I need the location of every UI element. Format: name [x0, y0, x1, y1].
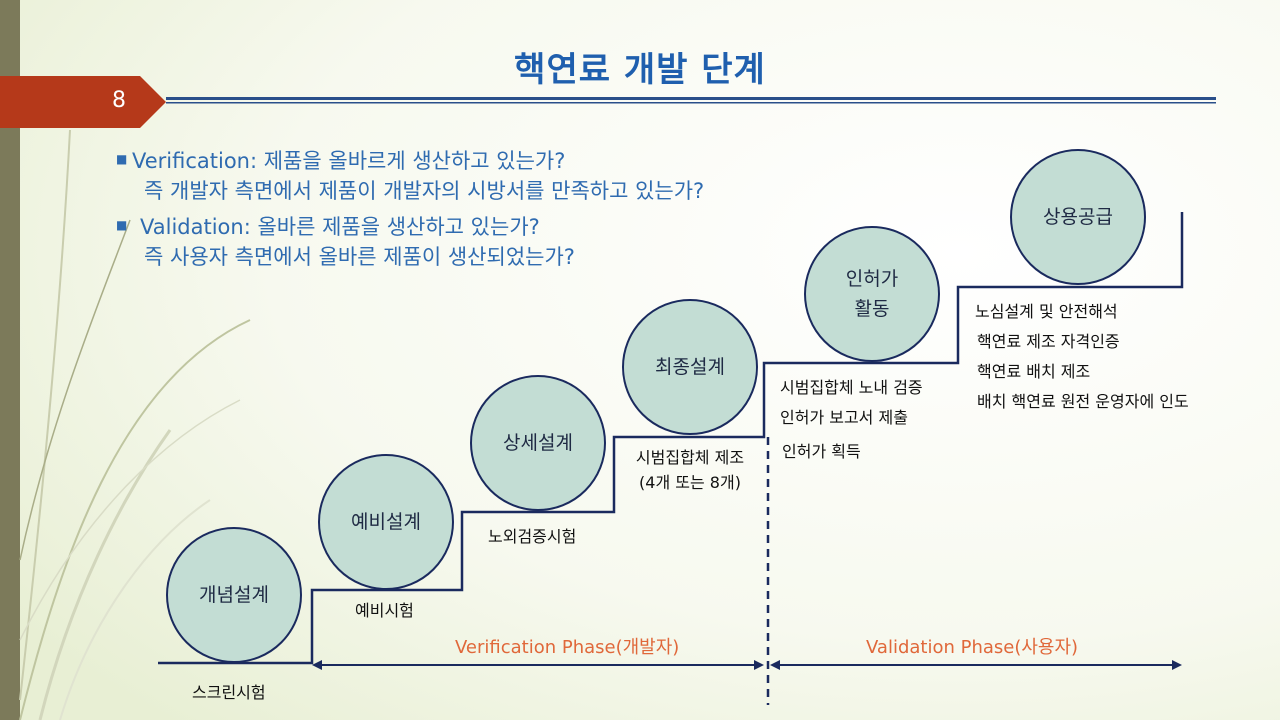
stage-label: 상용공급 — [1043, 206, 1113, 228]
stage-concept-design: 개념설계 — [166, 527, 302, 663]
slide-title: 핵연료 개발 단계 — [514, 50, 766, 90]
header-rule — [166, 97, 1216, 100]
stage-commercial-supply: 상용공급 — [1010, 149, 1146, 285]
stage-label: 예비설계 — [351, 511, 421, 533]
bullet-1-line-1: Verification: 제품을 올바르게 생산하고 있는가? — [132, 149, 566, 173]
slide-number: 8 — [112, 88, 126, 113]
left-side-bar — [0, 0, 20, 720]
label-preliminary-test: 예비시험 — [355, 601, 414, 620]
bullet-2-line-2: 즉 사용자 측면에서 올바른 제품이 생산되었는가? — [144, 245, 575, 269]
label-licensing-2: 인허가 보고서 제출 — [780, 408, 908, 427]
label-commercial-2: 핵연료 제조 자격인증 — [977, 332, 1120, 351]
staircase-line — [158, 212, 1184, 665]
label-commercial-3: 핵연료 배치 제조 — [977, 362, 1091, 381]
bullet-2-line-1: Validation: 올바른 제품을 생산하고 있는가? — [140, 215, 540, 239]
arrow-head — [312, 660, 322, 670]
verification-phase-label: Verification Phase(개발자) — [455, 637, 680, 658]
validation-phase-label: Validation Phase(사용자) — [866, 637, 1079, 658]
stage-final-design: 최종설계 — [622, 299, 758, 435]
stage-detailed-design: 상세설계 — [470, 375, 606, 511]
label-lead-assembly-2: (4개 또는 8개) — [639, 473, 741, 492]
label-licensing-3: 인허가 획득 — [782, 442, 861, 461]
stage-label: 최종설계 — [655, 356, 725, 378]
label-commercial-1: 노심설계 및 안전해석 — [975, 302, 1118, 321]
arrow-head — [1172, 660, 1182, 670]
label-outpile-test: 노외검증시험 — [488, 527, 577, 546]
stage-label: 활동 — [854, 298, 890, 320]
arrow-head — [770, 660, 780, 670]
bullet-marker: ■ — [116, 152, 128, 166]
stage-licensing: 인허가 활동 — [804, 226, 940, 362]
label-commercial-4: 배치 핵연료 원전 운영자에 인도 — [977, 392, 1189, 411]
label-screening-test: 스크린시험 — [192, 683, 266, 702]
arrow-head — [754, 660, 764, 670]
bullet-marker: ■ — [116, 218, 128, 232]
stage-label: 상세설계 — [503, 432, 573, 454]
bullet-1-line-2: 즉 개발자 측면에서 제품이 개발자의 시방서를 만족하고 있는가? — [144, 179, 705, 203]
stage-label: 개념설계 — [199, 584, 269, 606]
label-licensing-1: 시범집합체 노내 검증 — [780, 378, 923, 397]
slide-number-tab — [0, 76, 166, 128]
stage-preliminary-design: 예비설계 — [318, 454, 454, 590]
label-lead-assembly-1: 시범집합체 제조 — [635, 448, 745, 467]
stage-label: 인허가 — [845, 268, 899, 290]
